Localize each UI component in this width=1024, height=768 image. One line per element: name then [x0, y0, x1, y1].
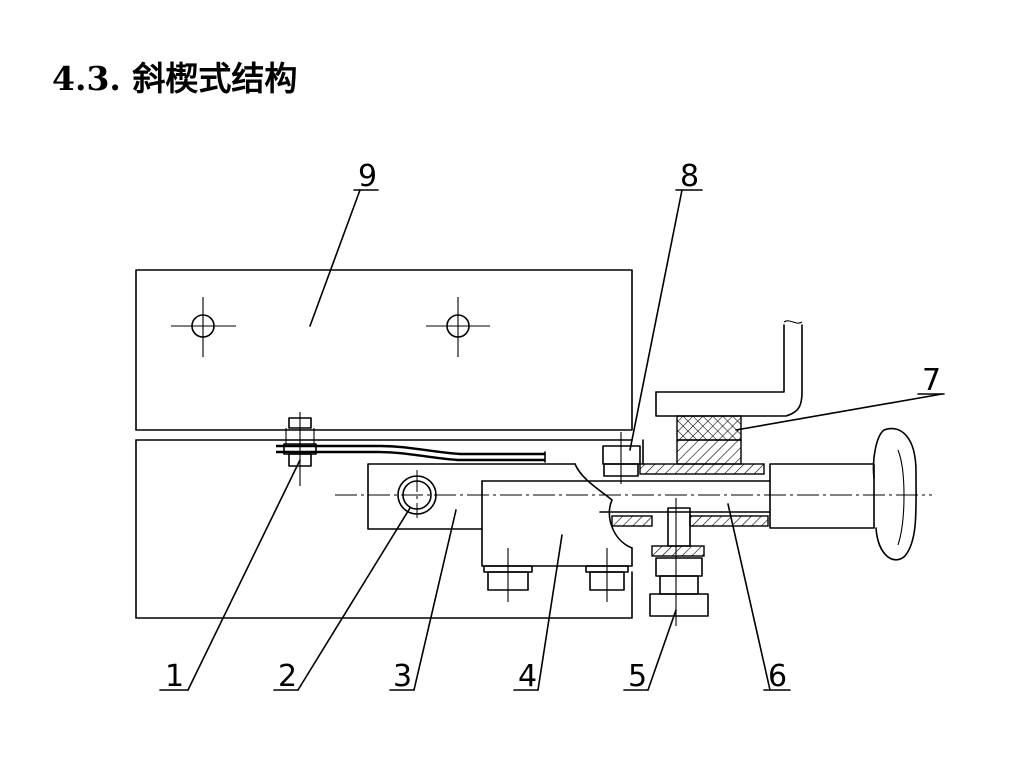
- label-part-8: 8: [680, 159, 699, 194]
- part-5-bolt: [649, 498, 709, 626]
- label-part-2: 2: [278, 659, 297, 694]
- label-part-9: 9: [358, 159, 377, 194]
- label-part-1: 1: [165, 659, 184, 694]
- base-plate: [135, 439, 633, 619]
- page-title: 4.3. 斜楔式结构: [52, 59, 298, 98]
- part-4-wedge-body: [481, 463, 633, 602]
- label-part-7: 7: [922, 363, 941, 398]
- label-part-6: 6: [768, 659, 787, 694]
- part-6-shaft: [481, 427, 917, 561]
- label-part-5: 5: [628, 659, 647, 694]
- part-9-upper-block: [135, 269, 633, 441]
- centerlines: [335, 470, 932, 518]
- part-3-slide-block: [367, 463, 576, 530]
- label-part-4: 4: [518, 659, 537, 694]
- label-part-3: 3: [393, 659, 412, 694]
- leader-lines: [159, 189, 945, 691]
- part-1-leaf-spring: [276, 412, 546, 486]
- part-7-pad: [655, 320, 803, 465]
